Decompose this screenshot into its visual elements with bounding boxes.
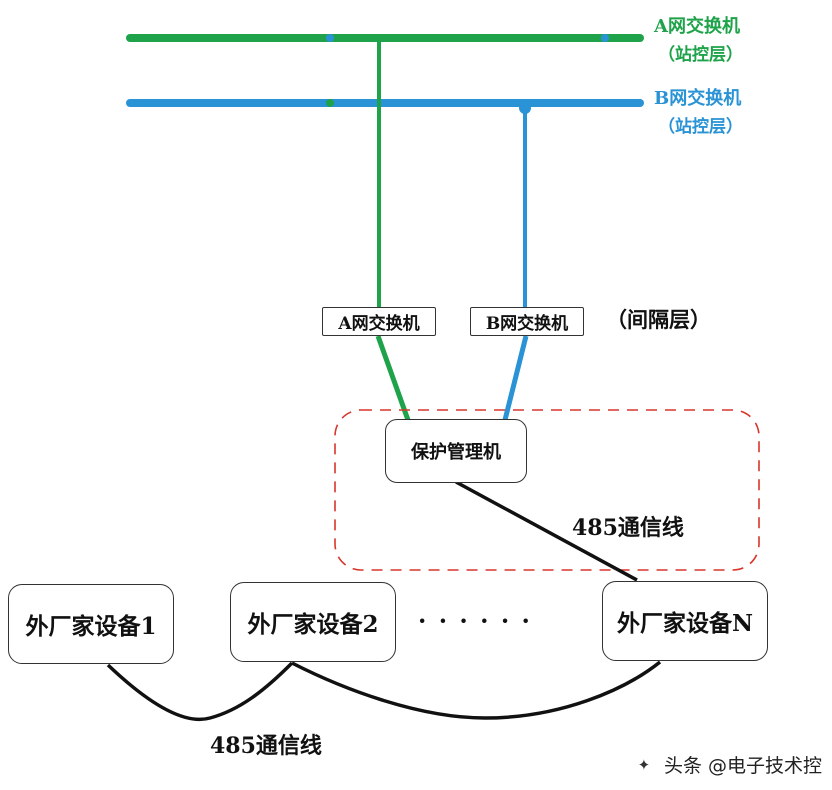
share-icon: ✦ [637,755,651,774]
bay-switch-a: A网交换机 [322,307,436,336]
cable-device1-to-device2 [106,661,294,722]
b-to-manager-line [502,335,529,421]
device-ellipsis: · · · · · · [418,606,532,635]
cable-manager-to-device-n [455,480,638,582]
bay-switch-b: B网交换机 [470,307,584,336]
dashed-region [334,409,760,571]
cable-device2-to-device-n [291,660,662,720]
a-to-manager-line [375,335,411,421]
a-switch-station-label: A网交换机 [654,16,740,37]
device-1: 外厂家设备1 [8,584,174,664]
lower-485-label: 485通信线 [210,733,322,759]
device-2: 外厂家设备2 [230,582,396,662]
watermark: ✦ 头条 @电子技术控 [630,751,822,778]
upper-485-label: 485通信线 [572,515,684,541]
b-switch-layer-label: （站控层） [658,117,743,137]
a-switch-layer-label: （站控层） [658,45,743,65]
bay-layer-label: （间隔层） [606,307,711,332]
device-n: 外厂家设备N [602,581,768,661]
b-switch-station-label: B网交换机 [654,88,742,109]
protection-manager: 保护管理机 [385,419,527,483]
watermark-text: 头条 @电子技术控 [663,755,822,777]
